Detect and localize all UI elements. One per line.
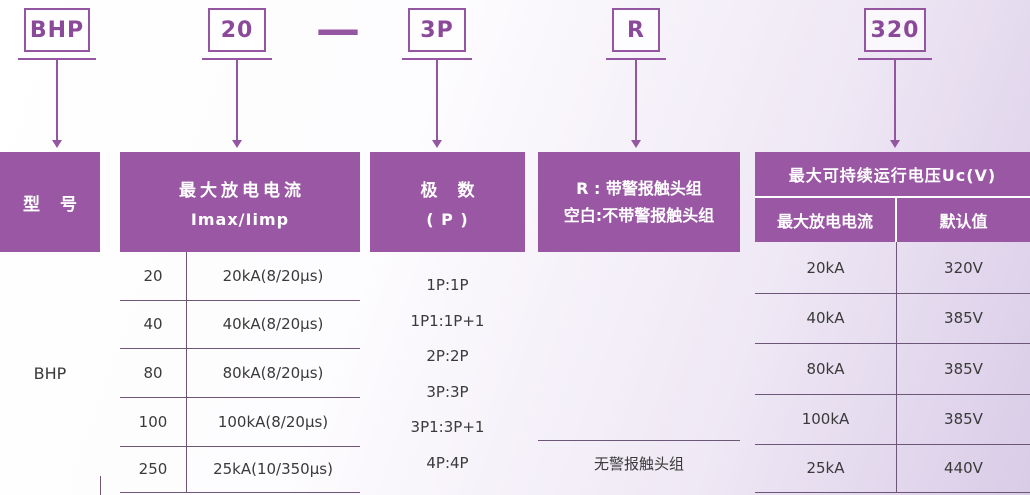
voltage-row-value: 440V <box>944 459 983 477</box>
code-box-imax: 20 <box>208 8 266 52</box>
down-arrow-icon <box>890 60 900 148</box>
row-divider <box>120 446 360 447</box>
code-box-voltage: 320 <box>864 8 926 52</box>
imax-row-desc: 100kA(8/20μs) <box>217 412 329 431</box>
row-divider <box>120 492 360 493</box>
header-separator <box>895 198 897 242</box>
imax-column-divider <box>186 252 187 493</box>
model-header-label: 型 号 <box>23 194 84 215</box>
header-separator <box>755 196 1030 198</box>
voltage-row-current: 40kA <box>806 309 845 327</box>
alarm-table-header: R : 带警报触头组 空白:不带警报触头组 <box>538 152 740 252</box>
voltage-subheader-current: 最大放电电流 <box>755 198 895 242</box>
code-box-series: BHP <box>24 8 90 52</box>
voltage-row-current: 80kA <box>806 359 845 378</box>
alarm-header-line2: 空白:不带警报触头组 <box>563 206 715 225</box>
imax-row-desc: 80kA(8/20μs) <box>222 363 324 382</box>
down-arrow-icon <box>432 60 442 148</box>
imax-header-line2: Imax/Iimp <box>190 209 290 229</box>
row-divider <box>755 492 1030 493</box>
imax-row-desc: 40kA(8/20μs) <box>222 315 324 333</box>
poles-header-line1: 极 数 <box>420 180 482 201</box>
row-divider <box>755 293 1030 294</box>
alarm-header-line1: R : 带警报触头组 <box>576 179 702 198</box>
poles-item: 2P:2P <box>426 347 469 366</box>
voltage-subheader-default: 默认值 <box>897 198 1030 242</box>
model-value: BHP <box>33 364 67 383</box>
imax-row-desc: 20kA(8/20μs) <box>222 267 324 285</box>
imax-header-line1: 最大放电电流 <box>179 180 305 201</box>
code-separator-dash: — <box>316 4 360 55</box>
poles-header-line2: ( P ) <box>426 209 469 229</box>
model-table-header: 型 号 <box>0 152 100 252</box>
code-underline-poles <box>402 58 472 60</box>
voltage-row-value: 385V <box>944 309 983 327</box>
row-divider <box>120 397 360 398</box>
model-table-border <box>100 476 101 495</box>
voltage-header-label: 最大可持续运行电压Uc(V) <box>788 166 997 185</box>
poles-item: 1P:1P <box>426 276 469 294</box>
voltage-row-value: 385V <box>944 410 983 428</box>
alarm-note-divider <box>538 440 740 441</box>
imax-row-code: 40 <box>143 315 163 333</box>
poles-item: 4P:4P <box>426 453 469 472</box>
voltage-row-value: 385V <box>944 359 983 378</box>
down-arrow-icon <box>631 60 641 148</box>
imax-table-header: 最大放电电流 Imax/Iimp <box>120 152 360 252</box>
down-arrow-icon <box>232 60 242 148</box>
imax-row-desc: 25kA(10/350μs) <box>213 460 333 478</box>
alarm-note: 无警报触头组 <box>593 454 684 473</box>
voltage-row-current: 25kA <box>806 459 845 477</box>
imax-row-code: 80 <box>143 363 163 382</box>
code-box-alarm: R <box>612 8 660 52</box>
voltage-col-default-label: 默认值 <box>939 212 988 231</box>
code-underline-alarm <box>606 58 666 60</box>
code-underline-series <box>18 58 96 60</box>
poles-item: 1P1:1P+1 <box>410 311 485 330</box>
imax-row-code: 250 <box>138 460 168 478</box>
poles-item: 3P:3P <box>426 382 469 401</box>
voltage-column-divider <box>896 242 897 493</box>
voltage-col-current-label: 最大放电电流 <box>776 212 873 231</box>
imax-row-code: 100 <box>138 412 168 431</box>
voltage-row-current: 100kA <box>801 410 850 428</box>
poles-table-header: 极 数 ( P ) <box>370 152 525 252</box>
row-divider <box>755 394 1030 395</box>
row-divider <box>120 300 360 301</box>
voltage-row-value: 320V <box>944 258 983 277</box>
imax-row-code: 20 <box>143 267 163 285</box>
code-box-poles: 3P <box>408 8 466 52</box>
code-underline-imax <box>202 58 272 60</box>
poles-item: 3P1:3P+1 <box>410 418 485 437</box>
voltage-table-header: 最大可持续运行电压Uc(V) <box>755 152 1030 196</box>
poles-list: 1P:1P 1P1:1P+1 2P:2P 3P:3P 3P1:3P+1 4P:4… <box>370 276 525 472</box>
down-arrow-icon <box>52 60 62 148</box>
code-underline-voltage <box>858 58 932 60</box>
row-divider <box>755 444 1030 445</box>
row-divider <box>755 343 1030 344</box>
row-divider <box>120 348 360 349</box>
voltage-row-current: 20kA <box>806 258 845 277</box>
